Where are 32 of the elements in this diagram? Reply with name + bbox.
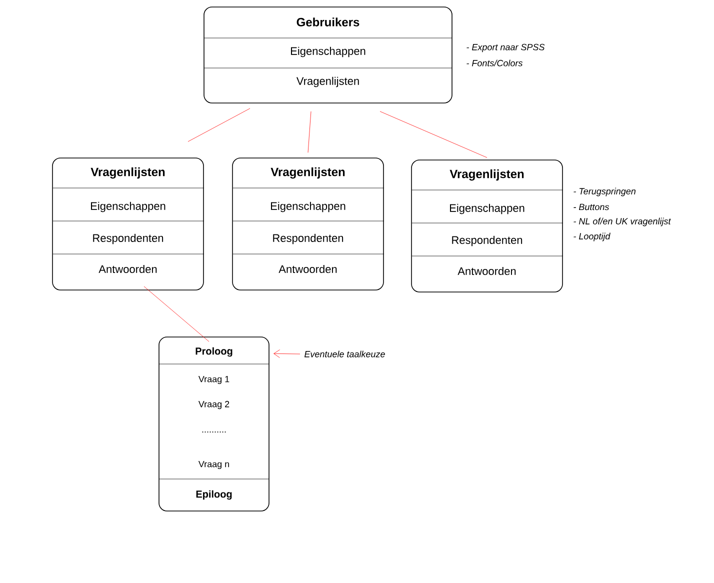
- heading: Epiloog: [196, 490, 232, 500]
- row-label: Eigenschappen: [91, 202, 166, 212]
- connector-line: [380, 111, 488, 158]
- heading: Vragenlijsten: [90, 167, 165, 179]
- arrow: [274, 350, 300, 358]
- row-label: Antwoorden: [458, 266, 516, 276]
- row-label: Vragenlijsten: [296, 76, 359, 88]
- note-text: - Fonts/Colors: [466, 60, 523, 66]
- note-text: - Terugspringen: [574, 188, 636, 196]
- row-label: Respondenten: [93, 234, 164, 244]
- row-label: Vraag 1: [198, 376, 230, 384]
- row-label: Respondenten: [273, 234, 344, 244]
- connector-line: [144, 286, 210, 342]
- heading: Vragenlijsten: [270, 167, 345, 179]
- note-text: - Looptijd: [574, 232, 610, 242]
- row-label: Eigenschappen: [271, 202, 346, 212]
- note-text: - NL of/en UK vragenlijst: [574, 218, 672, 226]
- connector-line: [308, 111, 312, 153]
- row-label: Antwoorden: [98, 264, 157, 274]
- heading: Proloog: [196, 347, 232, 357]
- row-label: Respondenten: [452, 236, 522, 246]
- row-label: Vraag n: [198, 460, 229, 470]
- note-text: Eventuele taalkeuze: [304, 350, 385, 358]
- note-text: - Buttons: [574, 204, 610, 210]
- row-label: Eigenschappen: [450, 204, 524, 214]
- note-text: - Export naar SPSS: [466, 44, 545, 52]
- heading: Gebruikers: [296, 18, 360, 26]
- row-label: Eigenschappen: [291, 46, 366, 58]
- connector-line: [188, 108, 250, 142]
- row-label: Vraag 2: [198, 400, 230, 410]
- heading: Vragenlijsten: [450, 169, 524, 181]
- row-label: Antwoorden: [278, 264, 337, 274]
